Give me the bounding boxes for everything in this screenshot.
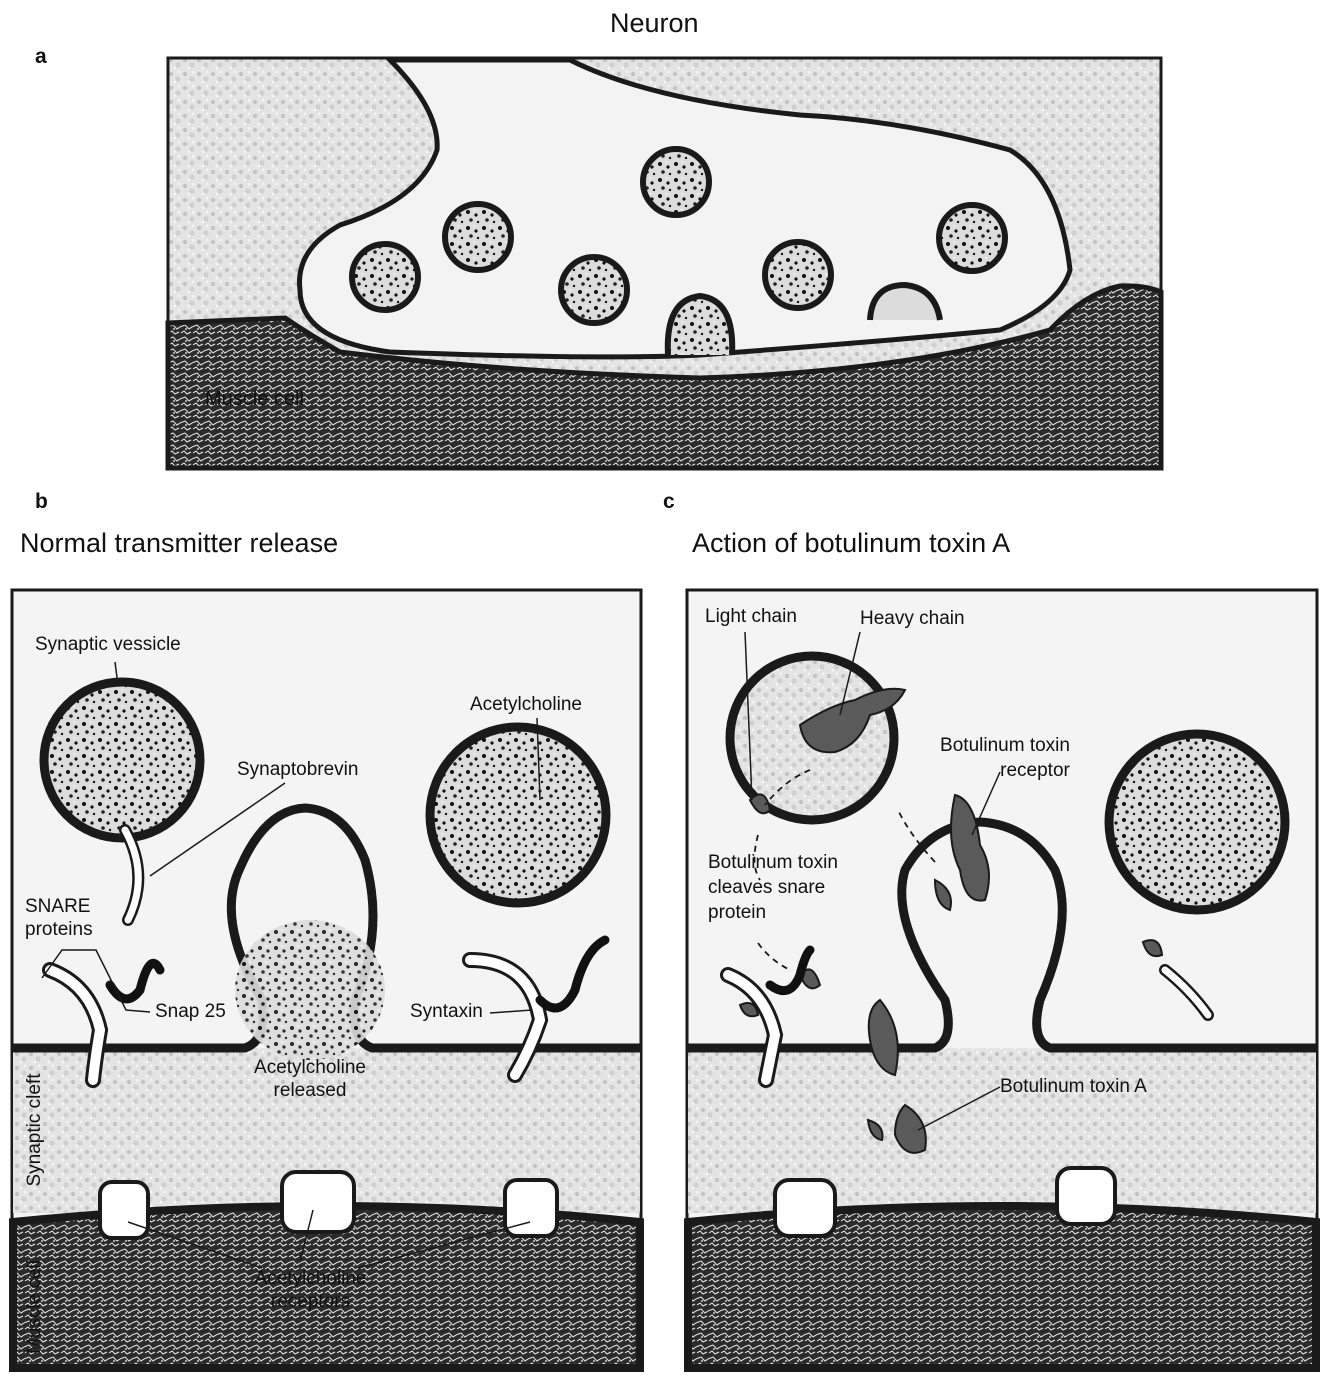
label-heavy-chain: Heavy chain	[860, 607, 965, 631]
receptor	[100, 1182, 148, 1238]
label-cleaves-line2: cleaves snare	[708, 876, 825, 900]
panel-a-letter: a	[35, 45, 47, 69]
vesicle	[765, 242, 831, 308]
label-snare-line2: proteins	[25, 918, 93, 942]
label-synaptic-vessicle: Synaptic vessicle	[35, 633, 181, 657]
label-toxin-receptor-line2: receptor	[950, 759, 1120, 783]
label-released-line2: released	[240, 1079, 380, 1103]
receptor	[775, 1180, 835, 1236]
synaptic-vesicle	[44, 682, 200, 838]
vesicle	[445, 204, 511, 270]
panel-a	[168, 58, 1161, 468]
panel-b-title: Normal transmitter release	[20, 528, 338, 559]
vesicle	[352, 244, 418, 310]
label-receptors-line2: receptors	[238, 1290, 383, 1314]
panel-c-letter: c	[663, 490, 675, 514]
receptor	[505, 1180, 557, 1236]
label-snap25: Snap 25	[155, 1000, 226, 1024]
acetylcholine-release-cloud	[235, 920, 385, 1060]
label-syntaxin: Syntaxin	[410, 1000, 483, 1024]
label-toxin-receptor-line1: Botulinum toxin	[920, 734, 1090, 758]
label-synaptic-cleft: Synaptic cleft	[23, 1070, 47, 1190]
vesicle	[561, 257, 627, 323]
label-botulinum-toxin-a: Botulinum toxin A	[1000, 1075, 1147, 1099]
panel-a-muscle-cell-label: Muscle cell	[205, 387, 304, 411]
label-acetylcholine: Acetylcholine	[470, 693, 582, 717]
acetylcholine-vesicle	[1109, 734, 1285, 910]
label-muscle-cell-b: Muscle cell	[23, 1257, 47, 1357]
label-receptors-line1: Acetylcholine	[238, 1267, 383, 1291]
label-released-line1: Acetylcholine	[240, 1056, 380, 1080]
vesicle	[643, 149, 709, 215]
label-light-chain: Light chain	[705, 605, 797, 629]
label-snare-line1: SNARE	[25, 895, 90, 919]
acetylcholine-vesicle	[430, 727, 606, 903]
panel-b-letter: b	[35, 490, 48, 514]
fusing-vesicle	[668, 296, 732, 355]
label-synaptobrevin: Synaptobrevin	[237, 758, 358, 782]
receptor	[282, 1172, 354, 1232]
receptor	[1057, 1168, 1115, 1224]
label-cleaves-line1: Botulinum toxin	[708, 851, 838, 875]
panel-a-title: Neuron	[610, 8, 699, 39]
panel-c-title: Action of botulinum toxin A	[692, 528, 1010, 559]
panel-c	[687, 590, 1317, 1369]
label-cleaves-line3: protein	[708, 901, 766, 925]
vesicle	[939, 205, 1005, 271]
